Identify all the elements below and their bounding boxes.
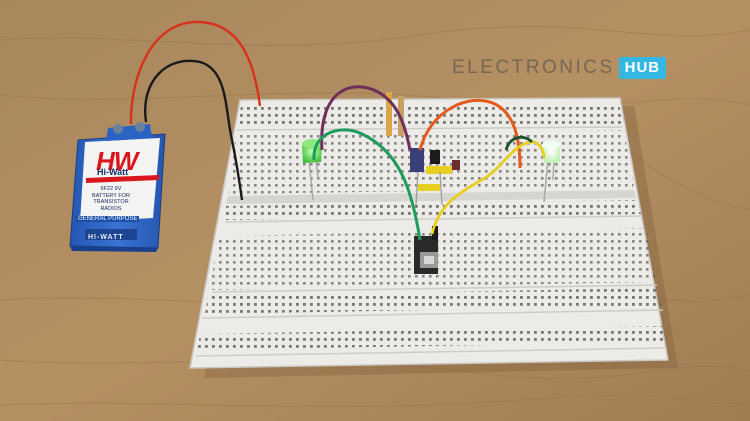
orange-jumper-wire — [418, 98, 522, 169]
top-power-rail — [237, 104, 623, 128]
watermark: ELECTRONICS HUB — [452, 56, 667, 80]
center-divider — [226, 190, 636, 204]
battery-logo: HW — [96, 146, 138, 176]
slide-switch — [414, 226, 438, 274]
bottom-power-rail — [197, 326, 667, 350]
lower-power-rail — [205, 288, 662, 314]
battery-brand: Hi-Watt — [97, 167, 129, 177]
green-jumper-wire — [312, 128, 422, 241]
middle-power-rail — [223, 200, 641, 220]
battery-red-wire — [129, 20, 262, 125]
dark-green-jumper-wire — [504, 135, 533, 151]
battery-black-wire — [143, 59, 244, 201]
purple-jumper-wire — [320, 85, 412, 151]
battery-spec: 6F22 9V BATTERY FOR TRANSISTOR RADIOS — [92, 186, 130, 212]
battery-purpose: GENERAL PURPOSE — [76, 216, 140, 222]
battery-bottom-brand: HI-WATT — [88, 234, 124, 241]
watermark-badge: HUB — [618, 57, 667, 79]
watermark-text: ELECTRONICS — [452, 57, 615, 78]
bright-led — [542, 140, 560, 203]
yellow-jumper-wire — [430, 140, 546, 235]
